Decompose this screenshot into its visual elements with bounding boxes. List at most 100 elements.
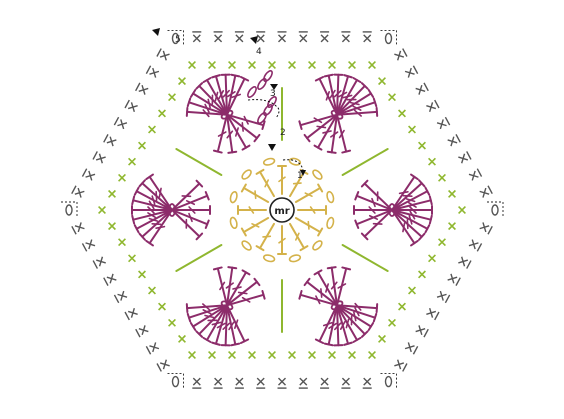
round-2-stitch (298, 113, 338, 131)
round-5-stitch (320, 31, 330, 43)
round-2-chain (168, 203, 176, 217)
round-4-stitch (408, 286, 416, 295)
round-3-stitch (314, 304, 338, 345)
round-3-marker: 3 (247, 84, 280, 119)
round-5-stitch (468, 239, 483, 252)
round-4-stitch (388, 318, 396, 327)
round-3-stitch (391, 209, 433, 225)
round-1-number: 1 (297, 171, 303, 181)
round-5-stitch (404, 342, 419, 355)
round-5-stitch (298, 31, 308, 43)
round-5-stitch (436, 290, 451, 304)
round-3-stitch (211, 74, 228, 116)
round-4-stitch (108, 189, 116, 198)
round-2-stitch (212, 266, 228, 307)
round-4-stitch (448, 189, 456, 198)
round-5-stitch (362, 31, 372, 43)
round-3-stitch (323, 304, 338, 347)
round-4-stitch (208, 61, 216, 69)
round-1-chain (262, 157, 276, 166)
round-5-stitch (71, 222, 85, 235)
round-3-stitch (333, 73, 344, 116)
round-4-stitch (368, 61, 376, 69)
round-3-stitch (131, 209, 173, 225)
round-3-stitch (185, 303, 228, 314)
round-5-stitch (479, 222, 493, 235)
round-2-marker: 2 (268, 128, 286, 151)
round-2-stitch (360, 179, 393, 211)
round-3-stitch (189, 304, 228, 331)
round-2-stitch (354, 209, 393, 229)
round-5-stitch (92, 151, 106, 164)
round-5-corner-chain (384, 375, 393, 388)
round-3-stitch (195, 82, 228, 116)
round-5-stitch (145, 342, 160, 355)
round-4-stitch (438, 173, 446, 182)
round-3-number: 3 (270, 89, 276, 99)
round-5-stitch (81, 168, 96, 181)
round-4-stitch (428, 157, 436, 166)
round-2-stitch (226, 113, 238, 154)
round-1-stitch (240, 217, 270, 237)
round-1-stitch (297, 205, 327, 215)
round-2-stitch (171, 191, 210, 211)
round-3-stitch (391, 209, 426, 241)
round-4-stitch (418, 141, 426, 150)
round-1-chain (241, 240, 252, 251)
round-5-stitch (394, 48, 408, 61)
round-4-stitch (248, 351, 256, 359)
round-5-number: 5 (175, 35, 181, 45)
round-3-stitch (336, 304, 362, 343)
round-3-stitch (336, 82, 369, 116)
round-3-stitch (202, 77, 228, 116)
round-4-stitch (188, 61, 196, 69)
round-5-stitch (447, 273, 461, 286)
round-2-chain (330, 109, 344, 120)
round-5-stitch (426, 99, 440, 113)
round-5-stitch (436, 116, 451, 130)
round-1-stitch (277, 165, 287, 195)
round-1-stitch (240, 183, 270, 203)
round-1-marker: 1 (282, 159, 306, 181)
round-4-stitch (388, 93, 396, 102)
round-3-chain (257, 78, 267, 90)
round-2-stitch (326, 113, 339, 154)
round-5-corner-chain (65, 204, 73, 216)
round-3-stitch (211, 304, 228, 346)
round-4-stitch (378, 77, 386, 86)
round-5-stitch (113, 290, 128, 304)
round-4-stitch (158, 302, 166, 311)
round-1-stitch (294, 217, 324, 237)
round-4-stitch (328, 61, 336, 69)
round-3-stitch (226, 304, 241, 347)
round-4-number: 4 (256, 47, 262, 57)
round-4-stitches (98, 61, 466, 359)
round-4-stitch (418, 270, 426, 279)
magic-ring-label: mr (274, 206, 289, 217)
round-5-stitch (458, 151, 472, 164)
round-5-stitch (479, 185, 493, 198)
round-4-stitch (348, 351, 356, 359)
round-4-marker: 4 (250, 36, 262, 57)
round-2-stitch (226, 289, 266, 307)
round-1-chain (288, 157, 302, 166)
round-4-stitch (178, 334, 186, 343)
round-2-chain (388, 203, 396, 217)
round-5-stitch (426, 307, 440, 321)
round-4-spike (175, 244, 223, 272)
round-5-stitch (394, 359, 408, 372)
round-2-stitch (171, 209, 204, 241)
round-5-stitch (113, 116, 128, 130)
round-3-stitch (333, 304, 344, 347)
round-5-stitch (156, 48, 170, 61)
round-3-stitch (391, 209, 431, 234)
round-3-stitch (220, 304, 231, 347)
round-1-chain (312, 240, 323, 251)
round-4-stitch (428, 254, 436, 263)
round-3-stitch (226, 304, 250, 345)
round-2-stitch (303, 277, 338, 307)
round-3-stitch (138, 179, 173, 211)
round-5-stitch (415, 325, 429, 338)
round-3-stitch (336, 304, 378, 323)
